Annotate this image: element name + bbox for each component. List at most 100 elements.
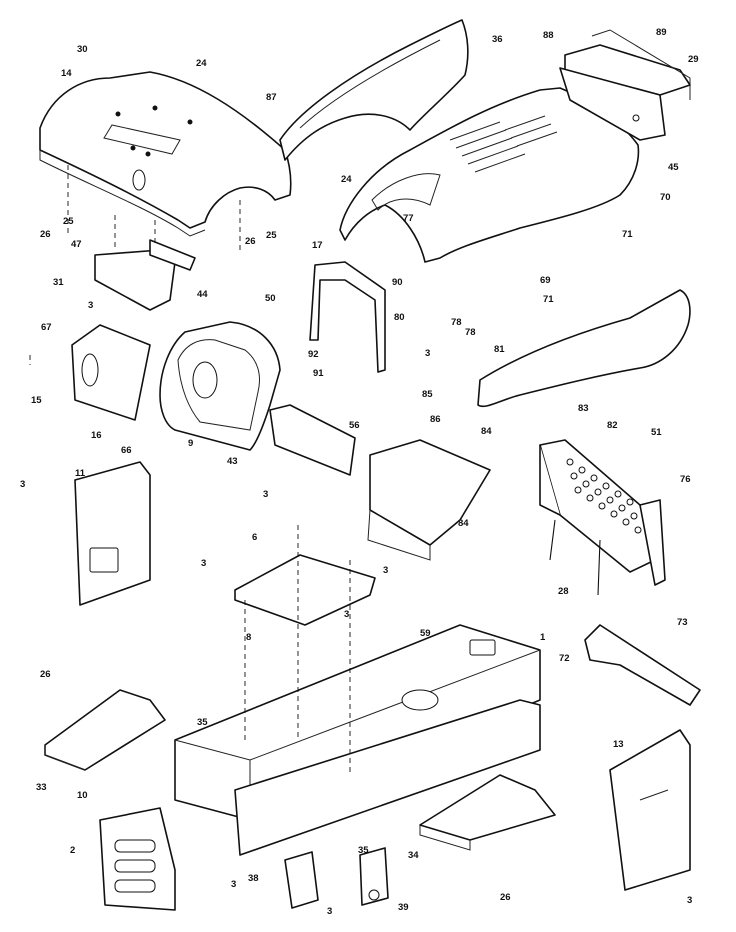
part-17-hood bbox=[339, 87, 640, 263]
callout-35: 35 bbox=[197, 717, 208, 728]
callout-81: 81 bbox=[494, 344, 505, 355]
callout-3: 3 bbox=[327, 906, 332, 917]
callout-24: 24 bbox=[196, 58, 207, 69]
callout-78: 78 bbox=[465, 327, 476, 338]
part-38-bracket bbox=[284, 851, 319, 909]
callout-3: 3 bbox=[20, 479, 25, 490]
callout-80: 80 bbox=[394, 312, 405, 323]
part-29-bracket bbox=[559, 29, 691, 141]
callout-3: 3 bbox=[201, 558, 206, 569]
part-9-console bbox=[159, 321, 281, 451]
callout-3: 3 bbox=[425, 348, 430, 359]
callout-73: 73 bbox=[677, 617, 688, 628]
callout-38: 38 bbox=[248, 873, 259, 884]
part-50-support bbox=[309, 261, 386, 373]
callout-1: 1 bbox=[540, 632, 546, 643]
part-72-bracket bbox=[584, 624, 701, 706]
part-2-rear-panel bbox=[99, 807, 176, 911]
part-30-dash-panel bbox=[39, 71, 292, 237]
callout-47: 47 bbox=[71, 239, 82, 250]
part-13-side-panel bbox=[609, 729, 691, 891]
callout-17: 17 bbox=[312, 240, 323, 251]
callout-34: 34 bbox=[408, 850, 419, 861]
part-39-bracket bbox=[359, 847, 389, 906]
callout-71: 71 bbox=[622, 229, 633, 240]
callout-84: 84 bbox=[458, 518, 469, 529]
part-front-fender bbox=[477, 289, 691, 408]
callout-31: 31 bbox=[53, 277, 64, 288]
callout-16: 16 bbox=[91, 430, 102, 441]
callout-35: 35 bbox=[358, 845, 369, 856]
callout-25: 25 bbox=[266, 230, 277, 241]
callout-2: 2 bbox=[70, 845, 75, 856]
callout-26: 26 bbox=[40, 669, 51, 680]
callout-labels: 30 24 14 36 88 89 29 87 45 24 25 26 47 2… bbox=[20, 27, 699, 917]
callout-15: 15 bbox=[31, 395, 42, 406]
callout-26: 26 bbox=[245, 236, 256, 247]
callout-72: 72 bbox=[559, 653, 570, 664]
callout-90: 90 bbox=[392, 277, 403, 288]
callout-83: 83 bbox=[578, 403, 589, 414]
callout-3: 3 bbox=[344, 609, 349, 620]
callout-84: 84 bbox=[481, 426, 492, 437]
callout-44: 44 bbox=[197, 289, 208, 300]
callout-87: 87 bbox=[266, 92, 277, 103]
callout-86: 86 bbox=[430, 414, 441, 425]
callout-3: 3 bbox=[263, 489, 268, 500]
assembly-lines bbox=[29, 165, 351, 775]
callout-36: 36 bbox=[492, 34, 503, 45]
callout-33: 33 bbox=[36, 782, 47, 793]
callout-29: 29 bbox=[688, 54, 699, 65]
part-1-main-frame bbox=[174, 624, 541, 821]
callout-3: 3 bbox=[231, 879, 236, 890]
callout-70: 70 bbox=[660, 192, 671, 203]
part-33-footrest bbox=[44, 689, 166, 771]
callout-85: 85 bbox=[422, 389, 433, 400]
callout-56: 56 bbox=[349, 420, 360, 431]
callout-14: 14 bbox=[61, 68, 72, 79]
callout-43: 43 bbox=[227, 456, 238, 467]
part-31-bracket bbox=[94, 239, 196, 311]
part-11-side-panel bbox=[74, 461, 151, 606]
callout-3: 3 bbox=[88, 300, 93, 311]
callout-67: 67 bbox=[41, 322, 52, 333]
callout-51: 51 bbox=[651, 427, 662, 438]
callout-39: 39 bbox=[398, 902, 409, 913]
callout-78: 78 bbox=[451, 317, 462, 328]
callout-13: 13 bbox=[613, 739, 624, 750]
callout-89: 89 bbox=[656, 27, 667, 38]
part-6-plate bbox=[234, 554, 376, 626]
callout-6: 6 bbox=[252, 532, 257, 543]
callout-45: 45 bbox=[668, 162, 679, 173]
callout-10: 10 bbox=[77, 790, 88, 801]
callout-24: 24 bbox=[341, 174, 352, 185]
callout-26: 26 bbox=[500, 892, 511, 903]
part-84-bracket bbox=[367, 439, 491, 561]
part-28-grille bbox=[539, 439, 666, 596]
callout-66: 66 bbox=[121, 445, 132, 456]
callout-91: 91 bbox=[313, 368, 324, 379]
callout-77: 77 bbox=[403, 213, 414, 224]
part-34-footrest bbox=[419, 774, 556, 851]
part-56-panel bbox=[269, 404, 356, 476]
callout-11: 11 bbox=[75, 468, 86, 479]
callout-88: 88 bbox=[543, 30, 554, 41]
callout-71: 71 bbox=[543, 294, 554, 305]
callout-25: 25 bbox=[63, 216, 74, 227]
callout-3: 3 bbox=[687, 895, 692, 906]
callout-26: 26 bbox=[40, 229, 51, 240]
callout-82: 82 bbox=[607, 420, 618, 431]
callout-69: 69 bbox=[540, 275, 551, 286]
callout-50: 50 bbox=[265, 293, 276, 304]
part-87-hood-side bbox=[279, 19, 469, 161]
callout-3: 3 bbox=[383, 565, 388, 576]
callout-59: 59 bbox=[420, 628, 431, 639]
callout-92: 92 bbox=[308, 349, 319, 360]
part-frame-side-rail bbox=[234, 699, 541, 856]
callout-30: 30 bbox=[77, 44, 88, 55]
callout-76: 76 bbox=[680, 474, 691, 485]
callout-8: 8 bbox=[246, 632, 251, 643]
callout-9: 9 bbox=[188, 438, 193, 449]
part-66-shield bbox=[71, 324, 151, 421]
